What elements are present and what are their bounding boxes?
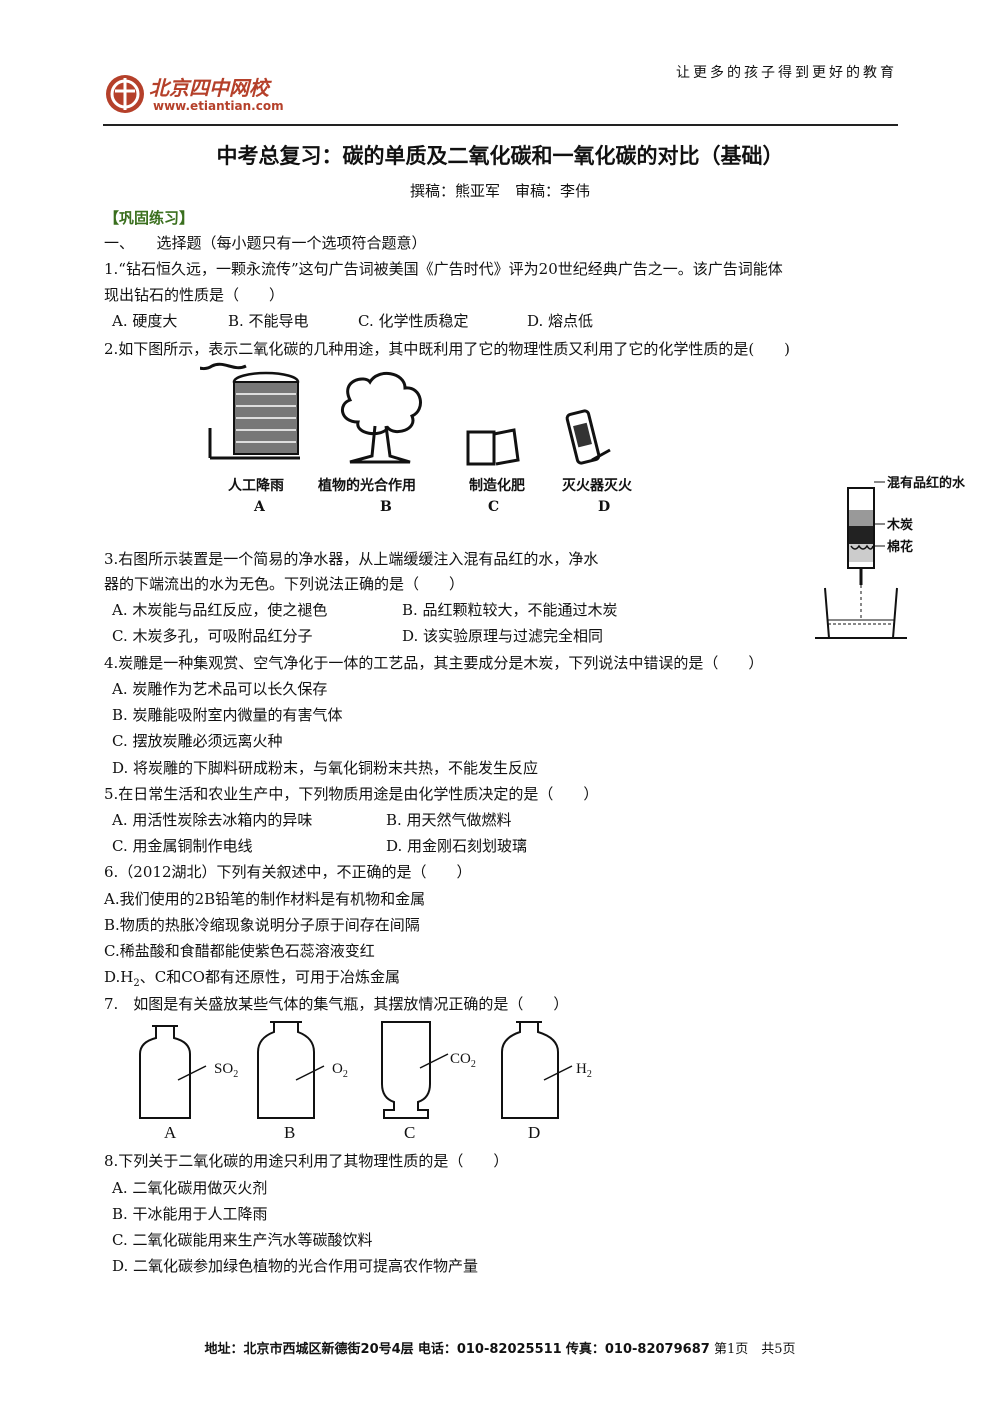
q1-option-b: B. 不能导电 — [228, 312, 309, 330]
q2-letter-c: C — [488, 499, 500, 515]
q6-option-b: B.物质的热胀冷缩现象说明分子原于间存在间隔 — [104, 916, 420, 934]
q1-option-c: C. 化学性质稳定 — [358, 312, 469, 330]
q5-option-b: B. 用天然气做燃料 — [386, 811, 512, 829]
page-title: 中考总复习：碳的单质及二氧化碳和一氧化碳的对比（基础） — [216, 144, 784, 168]
q5-stem: 5.在日常生活和农业生产中，下列物质用途是由化学性质决定的是（ ） — [104, 785, 599, 803]
q1-option-a: A. 硬度大 — [112, 312, 178, 330]
q7-letter-d: D — [528, 1123, 541, 1142]
logo-url: www.etiantian.com — [153, 99, 284, 113]
fertilizer-bag-illustration — [466, 428, 520, 466]
q8-option-b: B. 干冰能用于人工降雨 — [112, 1205, 268, 1223]
gas-label-d: H2 — [576, 1061, 592, 1080]
q8-option-a: A. 二氧化碳用做灭火剂 — [112, 1179, 268, 1197]
footer-fax: 010-82079687 — [604, 1342, 710, 1357]
q1-option-d: D. 熔点低 — [527, 312, 594, 330]
tree-illustration — [341, 372, 422, 464]
gas-label-a: SO2 — [214, 1061, 239, 1080]
q2-caption-a: 人工降雨 — [228, 478, 284, 494]
q2-caption-b: 植物的光合作用 — [318, 478, 416, 494]
bottle-d — [501, 1021, 573, 1119]
q4-option-c: C. 摆放炭雕必须远离火种 — [112, 732, 283, 750]
part-heading: 一、 选择题（每小题只有一个选项符合题意） — [104, 234, 427, 252]
q8-stem: 8.下列关于二氧化碳的用途只利用了其物理性质的是（ ） — [104, 1152, 509, 1170]
q5-option-a: A. 用活性炭除去冰箱内的异味 — [112, 811, 313, 829]
q3-option-d: D. 该实验原理与过滤完全相同 — [402, 627, 604, 645]
authors: 撰稿：熊亚军 审稿：李伟 — [409, 182, 590, 200]
q6-stem: 6.（2012湖北）下列有关叙述中，不正确的是（ ） — [104, 863, 472, 881]
q2-letter-b: B — [380, 499, 392, 515]
q2-caption-d: 灭火器灭火 — [562, 478, 632, 494]
q4-stem: 4.炭雕是一种集观赏、空气净化于一体的工艺品，其主要成分是木炭，下列说法中错误的… — [104, 654, 764, 672]
bottle-c — [381, 1021, 449, 1119]
q2-stem: 2.如下图所示，表示二氧化碳的几种用途，其中既利用了它的物理性质又利用了它的化学… — [104, 340, 791, 358]
gas-label-c: CO2 — [450, 1051, 476, 1070]
co2-uses-figure — [177, 360, 670, 470]
q6-option-a: A.我们使用的2B铅笔的制作材料是有机物和金属 — [104, 890, 426, 908]
q4-option-a: A. 炭雕作为艺术品可以长久保存 — [112, 680, 328, 698]
footer-address: 北京市西城区新德街20号4层 — [243, 1342, 414, 1357]
q8-option-c: C. 二氧化碳能用来生产汽水等碳酸饮料 — [112, 1231, 373, 1249]
q7-letter-c: C — [404, 1123, 416, 1142]
water-purifier-figure — [815, 470, 985, 645]
purifier-label-cotton: 棉花 — [887, 540, 914, 555]
bottle-a — [139, 1025, 207, 1119]
q3-stem-2: 器的下端流出的水为无色。下列说法正确的是（ ） — [104, 575, 465, 593]
q3-stem-1: 3.右图所示装置是一个简易的净水器，从上端缓缓注入混有品红的水，净水 — [104, 550, 599, 568]
logo-text: 北京四中网校 — [149, 76, 269, 100]
q6-option-d: D.H2、C和CO都有还原性，可用于冶炼金属 — [104, 968, 400, 989]
school-logo: 北京四中网校 www.etiantian.com — [103, 72, 303, 118]
slogan: 让更多的孩子得到更好的教育 — [676, 65, 897, 81]
header-divider — [103, 124, 898, 126]
q2-letter-a: A — [254, 499, 265, 515]
q5-option-c: C. 用金属铜制作电线 — [112, 837, 253, 855]
section-heading: 【巩固练习】 — [104, 209, 195, 227]
footer-page: 第1页 共5页 — [713, 1342, 796, 1357]
purifier-label-charcoal: 木炭 — [887, 518, 914, 533]
q5-option-d: D. 用金刚石刻划玻璃 — [386, 837, 528, 855]
footer-phone: 010-82025511 — [456, 1342, 562, 1357]
q7-stem: 7. 如图是有关盛放某些气体的集气瓶，其摆放情况正确的是（ ） — [104, 995, 569, 1013]
q8-option-d: D. 二氧化碳参加绿色植物的光合作用可提高农作物产量 — [112, 1257, 479, 1275]
page-footer: 地址：北京市西城区新德街20号4层 电话：010-82025511 传真：010… — [204, 1342, 796, 1357]
q3-option-a: A. 木炭能与品红反应，使之褪色 — [112, 601, 328, 619]
fire-extinguisher-illustration — [565, 409, 611, 465]
q3-option-b: B. 品红颗粒较大，不能通过木炭 — [402, 601, 618, 619]
q1-stem-1: 1.“钻石恒久远，一颗永流传”这句广告词被美国《广告时代》评为20世纪经典广告之… — [104, 260, 783, 278]
q7-letter-b: B — [284, 1123, 296, 1142]
purifier-label-water: 混有品红的水 — [887, 476, 966, 491]
q7-letter-a: A — [164, 1123, 177, 1142]
bottle-b — [257, 1021, 325, 1119]
q4-option-d: D. 将炭雕的下脚料研成粉末，与氧化铜粉末共热，不能发生反应 — [112, 759, 539, 777]
gas-bottles-figure — [130, 1018, 600, 1123]
artificial-rain-illustration — [177, 362, 300, 460]
q2-caption-c: 制造化肥 — [469, 478, 525, 494]
q6-option-c: C.稀盐酸和食醋都能使紫色石蕊溶液变红 — [104, 942, 375, 960]
q2-letter-d: D — [598, 499, 611, 515]
q3-option-c: C. 木炭多孔，可吸附品红分子 — [112, 627, 313, 645]
q1-stem-2: 现出钻石的性质是（ ） — [104, 286, 285, 304]
q4-option-b: B. 炭雕能吸附室内微量的有害气体 — [112, 706, 343, 724]
gas-label-b: O2 — [332, 1061, 348, 1080]
